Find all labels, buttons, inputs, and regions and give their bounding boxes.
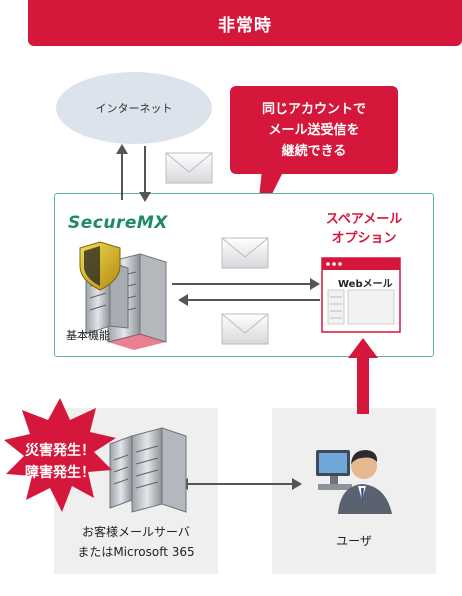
spare-mail-title-line-1: スペアメール [325, 212, 403, 227]
securemx-sparemail-arrows [172, 278, 320, 306]
disaster-line-1: 災害発生！ [25, 443, 95, 459]
internet-label: インターネット [95, 102, 173, 115]
customer-server-icon [109, 427, 187, 513]
internet-securemx-arrows [116, 144, 151, 202]
shield-icon [79, 241, 121, 291]
securemx-server-icon [85, 253, 167, 350]
securemx-logo: SecureMX [68, 213, 168, 233]
basic-function-label: 基本機能 [66, 329, 110, 342]
callout-bubble: 同じアカウントで メール送受信を 継続できる [230, 86, 398, 174]
spare-mail-option-title: スペアメール オプション [306, 210, 422, 248]
user-label: ユーザ [336, 534, 372, 548]
disaster-burst-icon [4, 398, 116, 512]
callout-line-3: 継続できる [281, 143, 347, 159]
envelope-icon [221, 237, 269, 269]
disaster-line-2: 障害発生！ [25, 465, 95, 481]
mode-title: 非常時 [218, 15, 272, 36]
server-user-arrow [178, 478, 302, 490]
callout-line-2: メール送受信を [268, 122, 360, 138]
customer-server-line-2: またはMicrosoft 365 [77, 545, 195, 559]
mode-header: 非常時 [28, 0, 462, 46]
disaster-text: 災害発生！ 障害発生！ [8, 440, 112, 484]
customer-server-line-1: お客様メールサーバ [82, 525, 190, 539]
webmail-window-icon [321, 257, 401, 333]
envelope-icon [221, 313, 269, 345]
callout-line-1: 同じアカウントで [261, 101, 366, 117]
spare-mail-title-line-2: オプション [331, 231, 397, 246]
customer-server-label: お客様メールサーバ またはMicrosoft 365 [58, 522, 214, 562]
internet-cloud: インターネット [56, 72, 212, 144]
user-person-icon [316, 450, 392, 514]
user-to-sparemail-arrow [348, 338, 378, 414]
webmail-label: Webメール [338, 279, 393, 290]
envelope-icon [165, 152, 213, 184]
